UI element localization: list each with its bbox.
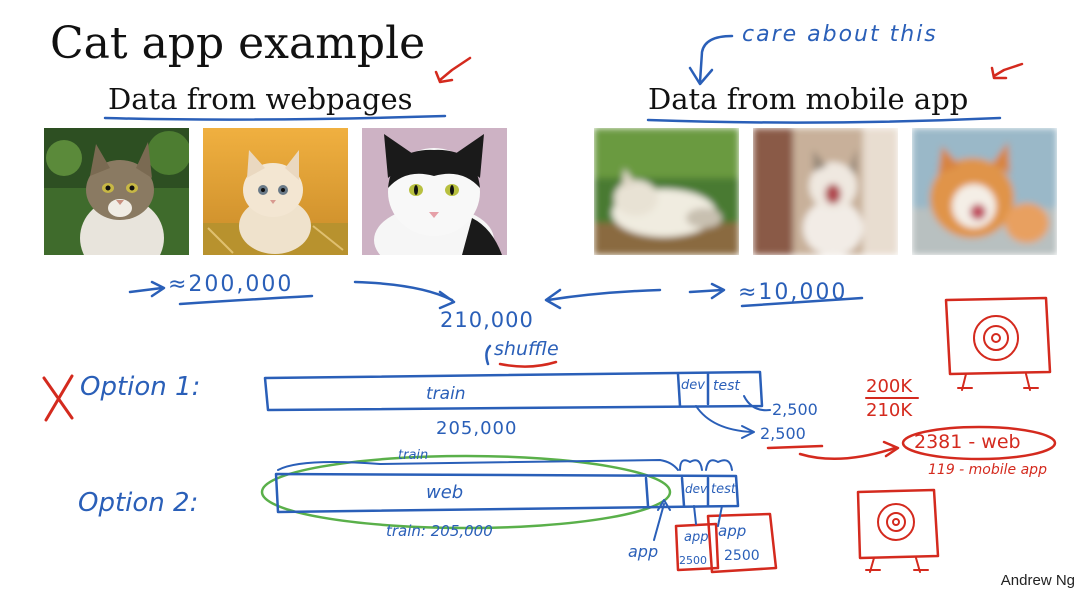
mobile-phone-sketch-small xyxy=(856,488,940,560)
option2-bar xyxy=(274,472,740,514)
option1-train-label: train xyxy=(426,384,466,404)
option2-test-app-label: app xyxy=(718,522,747,540)
ratio-top: 200K xyxy=(866,376,913,397)
web-cat-photo-tabby xyxy=(44,128,189,255)
web-count-arrow xyxy=(128,286,164,294)
option1-bar xyxy=(263,370,764,412)
mobile-count-label: ≈10,000 xyxy=(738,280,848,305)
shuffle-underline xyxy=(498,360,558,368)
option1-red-x xyxy=(42,374,74,422)
mobile-data-heading: Data from mobile app xyxy=(648,82,969,116)
ratio-bottom: 210K xyxy=(866,400,913,421)
option1-dev-size: 2,500 xyxy=(760,424,806,443)
option2-test-size: 2500 xyxy=(724,548,760,564)
option1-test-size: 2,500 xyxy=(772,400,818,419)
option2-app-label: app xyxy=(628,542,659,561)
option2-test-label: test xyxy=(711,482,736,497)
web-split-oval xyxy=(901,425,1057,461)
dev-size-underline xyxy=(766,444,824,450)
mobile-split-label: 119 - mobile app xyxy=(928,462,1047,478)
author-credit: Andrew Ng xyxy=(1000,572,1075,589)
mobile-phone-sketch-large xyxy=(944,296,1052,376)
shuffle-label: shuffle xyxy=(494,338,559,360)
web-cat-photo-bw xyxy=(362,128,507,255)
web-heading-underline xyxy=(103,114,447,121)
option2-test-box xyxy=(706,512,778,574)
option2-train-size: train: 205,000 xyxy=(386,522,493,540)
mobile-cat-photo-lying xyxy=(594,128,739,255)
option2-web-label: web xyxy=(426,482,464,503)
red-checkmark-web xyxy=(438,56,472,82)
option2-train-top-label: train xyxy=(398,448,429,463)
merge-arrow-right xyxy=(546,288,662,302)
option2-train-oval xyxy=(260,454,672,530)
option2-dev-size: 2500 xyxy=(679,554,707,567)
option1-test-label: test xyxy=(713,378,740,394)
care-about-this-note: care about this xyxy=(742,22,938,47)
web-cat-photo-kitten xyxy=(203,128,348,255)
option2-label: Option 2: xyxy=(78,488,199,518)
web-split-label: 2381 - web xyxy=(914,431,1021,453)
red-checkmark-mobile xyxy=(992,62,1024,78)
option2-dev-label: dev xyxy=(685,482,708,496)
web-data-heading: Data from webpages xyxy=(108,82,413,116)
mobile-cat-photo-yawn xyxy=(753,128,898,255)
mobile-cat-photo-orange xyxy=(912,128,1057,255)
mobile-count-arrow xyxy=(688,288,724,294)
slide-title: Cat app example xyxy=(50,18,426,69)
option1-dev-label: dev xyxy=(681,378,705,393)
option1-train-size: 205,000 xyxy=(436,418,518,439)
red-arrow-to-split xyxy=(798,446,897,461)
mobile-heading-underline xyxy=(646,116,1002,124)
option1-label: Option 1: xyxy=(80,372,201,402)
merge-arrow-left xyxy=(353,280,454,302)
web-count-label: ≈200,000 xyxy=(168,272,294,297)
care-arrow xyxy=(698,34,734,84)
option2-dev-app-label: app xyxy=(684,530,709,545)
option2-dev-box xyxy=(674,522,720,572)
total-count-label: 210,000 xyxy=(440,308,534,332)
